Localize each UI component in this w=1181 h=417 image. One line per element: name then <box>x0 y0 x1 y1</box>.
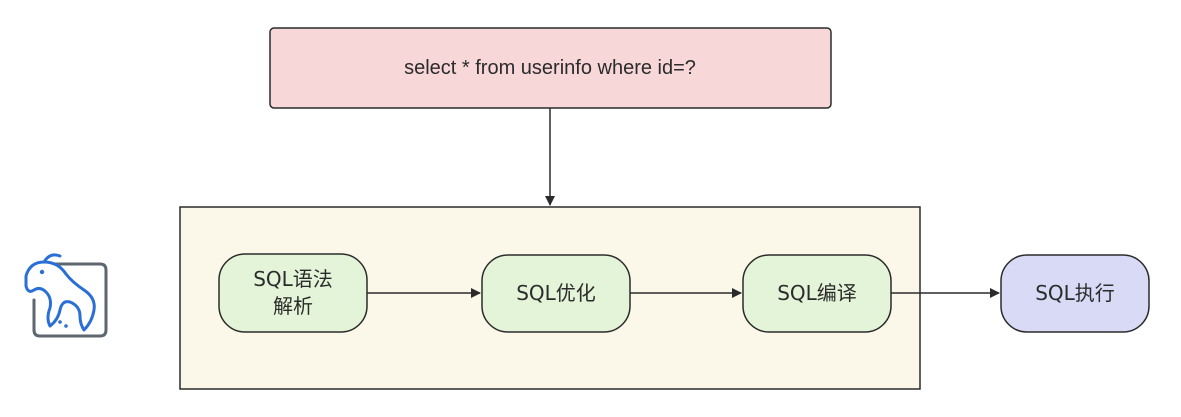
mybatis-bird-icon <box>24 253 108 338</box>
step-compile-label: SQL编译 <box>777 281 857 305</box>
step-execute-label: SQL执行 <box>1035 281 1115 305</box>
step-compile: SQL编译 <box>742 254 892 333</box>
step-parse: SQL语法 解析 <box>218 253 368 333</box>
query-text: select * from userinfo where id=? <box>404 57 696 79</box>
step-parse-label-line1: SQL语法 <box>253 267 333 291</box>
step-execute-box <box>1000 254 1150 333</box>
step-optimize-label: SQL优化 <box>516 281 596 305</box>
step-parse-box <box>218 253 368 333</box>
step-execute: SQL执行 <box>1000 254 1150 333</box>
step-parse-label-line2: 解析 <box>273 294 313 318</box>
step-optimize: SQL优化 <box>481 254 631 333</box>
query-node: select * from userinfo where id=? <box>269 27 832 109</box>
